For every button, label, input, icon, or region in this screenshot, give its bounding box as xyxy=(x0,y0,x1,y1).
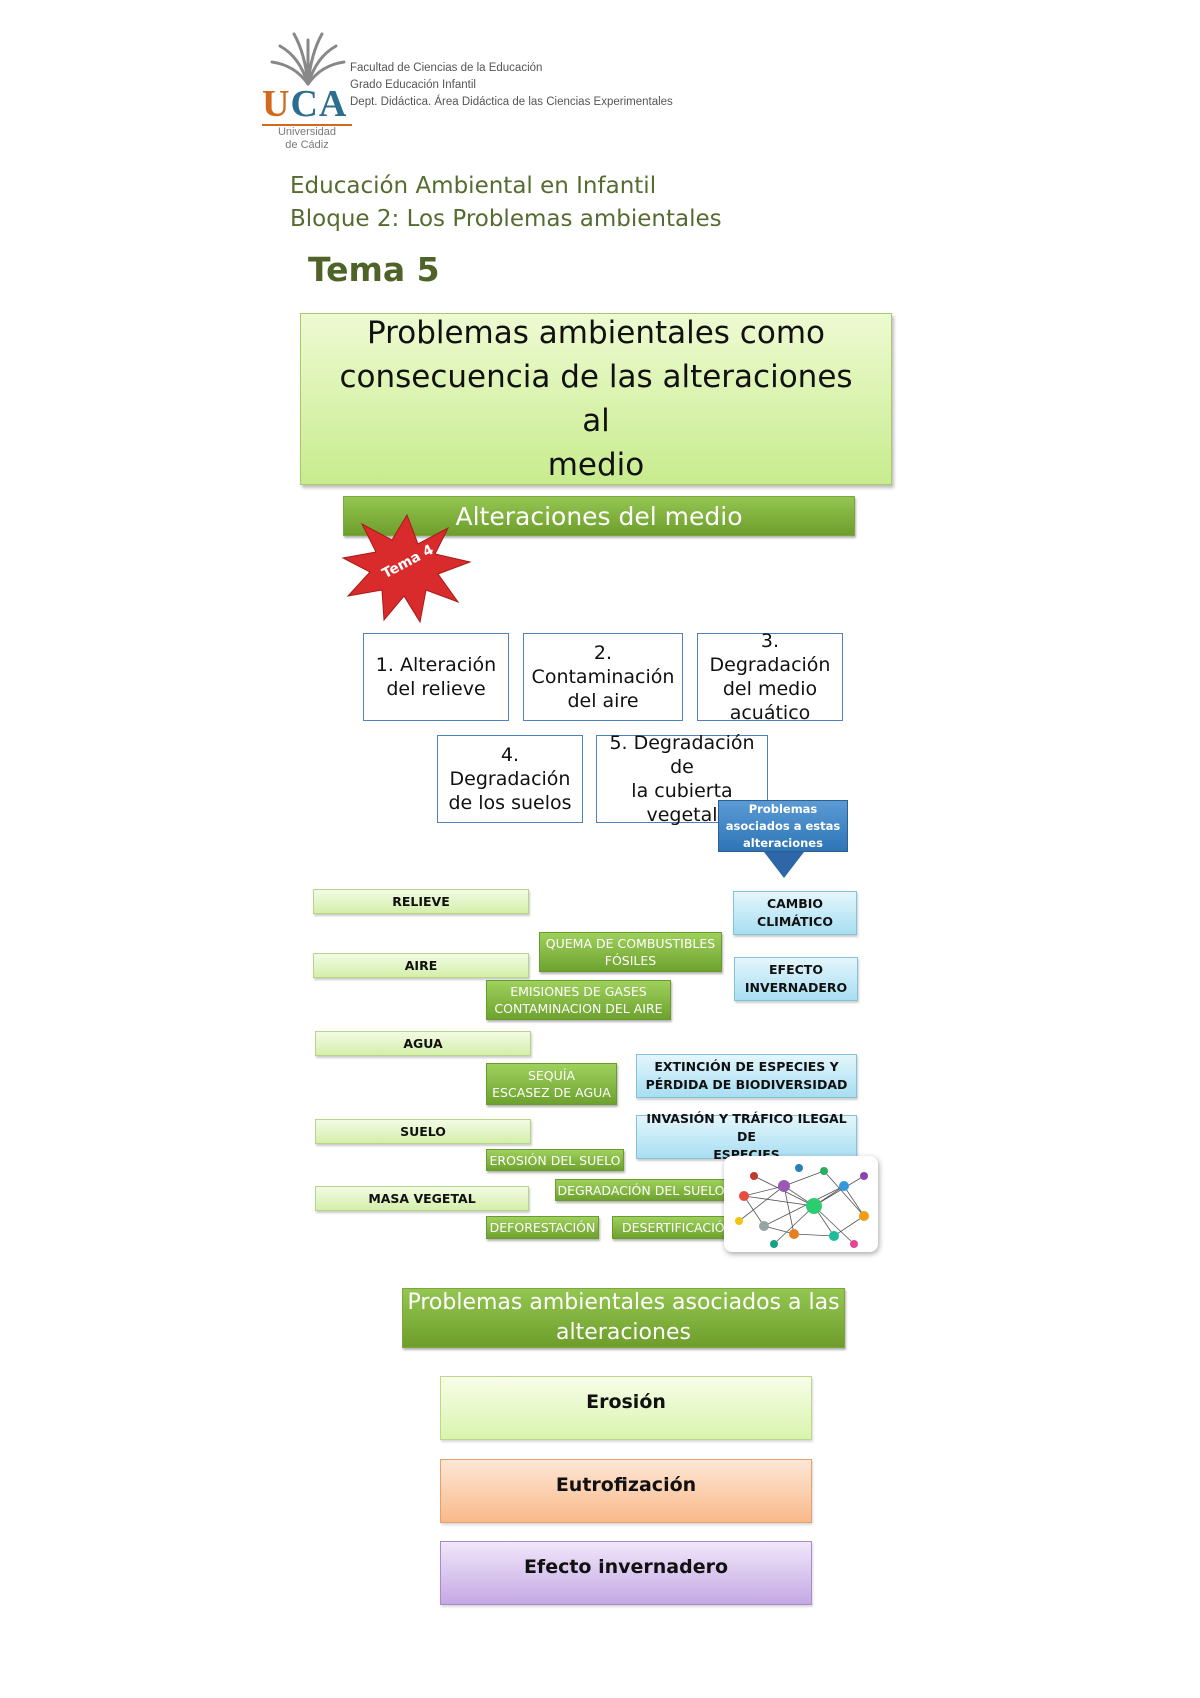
course-title: Educación Ambiental en Infantil Bloque 2… xyxy=(290,173,722,232)
problema-erosion-box: Erosión xyxy=(440,1376,812,1440)
subproblema-erosion-suelo: EROSIÓN DEL SUELO xyxy=(486,1149,624,1171)
uca-logo: UCA Universidad de Cádiz xyxy=(262,30,352,160)
network-diagram-thumbnail xyxy=(724,1156,878,1252)
starburst-icon xyxy=(341,513,472,624)
subproblema-deforestacion: DEFORESTACIÓN xyxy=(486,1216,599,1239)
palm-emblem-icon xyxy=(270,32,346,86)
subproblema-degradacion-suelo: DEGRADACIÓN DEL SUELO xyxy=(555,1179,727,1201)
logo-subtitle: Universidad de Cádiz xyxy=(277,126,337,151)
categoria-masa-vegetal: MASA VEGETAL xyxy=(315,1186,529,1211)
arrow-down-icon xyxy=(764,852,804,878)
problema-efecto-invernadero-box: Efecto invernadero xyxy=(440,1541,812,1605)
subproblema-desertificacion: DESERTIFICACIÓN xyxy=(612,1216,744,1239)
logo-text: UCA xyxy=(262,83,348,125)
institution-info: Facultad de Ciencias de la Educación Gra… xyxy=(350,62,673,108)
categoria-suelo: SUELO xyxy=(315,1119,531,1144)
tema4-starburst: Tema 4 xyxy=(340,510,475,625)
categoria-relieve: RELIEVE xyxy=(313,889,529,914)
problema-eutrofizacion-box: Eutrofización xyxy=(440,1459,812,1523)
categoria-aire: AIRE xyxy=(313,953,529,978)
main-title-box: Problemas ambientales como consecuencia … xyxy=(300,313,892,485)
categoria-agua: AGUA xyxy=(315,1031,531,1056)
alteraciones-bar: Alteraciones del medio xyxy=(343,496,855,536)
tema-heading: Tema 5 xyxy=(308,250,440,289)
network-graph-icon xyxy=(735,1164,869,1248)
